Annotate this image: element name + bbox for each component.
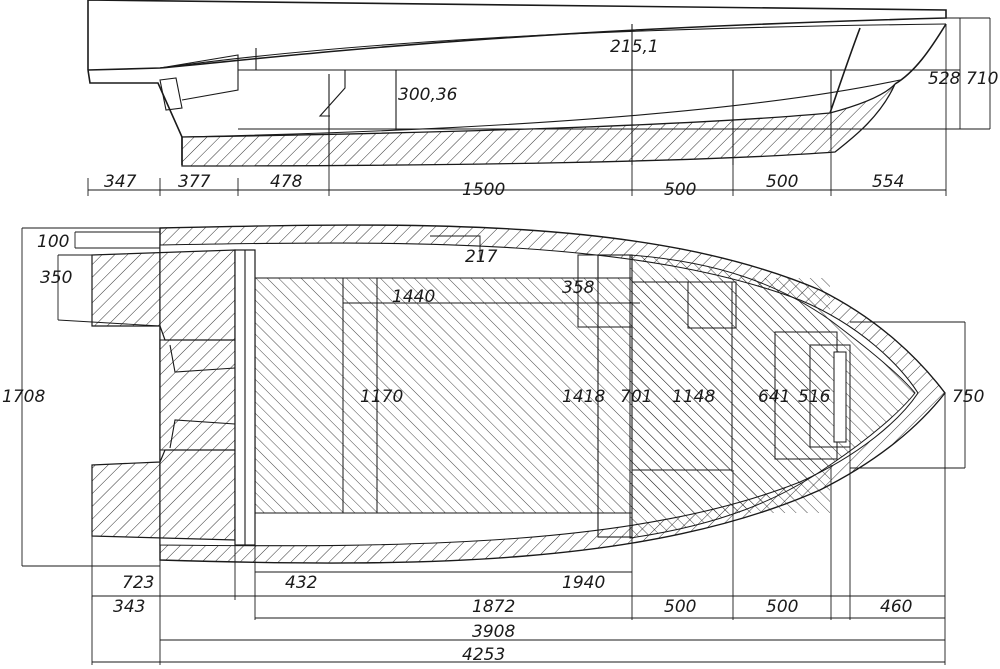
bow-deck <box>629 254 916 539</box>
dim-label-500b: 500 <box>766 172 798 192</box>
dim-ticks <box>87 24 947 196</box>
seat-profile <box>318 70 346 117</box>
dim-label-300: 300,36 <box>398 85 458 105</box>
bow-compartment-top <box>687 281 737 329</box>
chine-line <box>181 79 901 138</box>
dim-label-528: 528 <box>928 69 961 89</box>
dim-label-3908: 3908 <box>472 622 515 642</box>
dim-label-217: 217 <box>465 247 498 267</box>
hull-sheer-line <box>87 0 947 71</box>
stern-block-bottom <box>91 449 236 541</box>
stern-middle <box>159 339 236 451</box>
plan-dims-bottom <box>91 571 945 665</box>
plan-view: 100 350 217 1440 358 1708 1170 1418 701 … <box>2 224 984 665</box>
bottom-section <box>181 83 896 167</box>
dim-label-723: 723 <box>122 573 154 593</box>
dim-label-1418: 1418 <box>562 387 605 407</box>
bow-compartment <box>631 281 733 471</box>
transom <box>87 69 183 165</box>
dim-label-500a: 500 <box>664 597 696 617</box>
dim-label-1440: 1440 <box>392 287 435 307</box>
dim-label-701: 701 <box>620 387 652 407</box>
dim-label-377: 377 <box>178 172 211 192</box>
dim-label-1170: 1170 <box>360 387 403 407</box>
dim-label-516: 516 <box>798 387 831 407</box>
dim-label-478: 478 <box>270 172 303 192</box>
dim-label-710: 710 <box>966 69 998 89</box>
stem <box>829 23 947 114</box>
dim-label-1940: 1940 <box>562 573 605 593</box>
dim-label-4253: 4253 <box>462 645 505 665</box>
dim-label-1708: 1708 <box>2 387 45 407</box>
dim-label-500b: 500 <box>766 597 798 617</box>
plan-dims-left <box>21 227 236 665</box>
dim-label-358: 358 <box>562 278 595 298</box>
dim-label-554: 554 <box>872 172 904 192</box>
leader-217 <box>430 235 481 260</box>
dim-label-1500: 1500 <box>462 180 505 200</box>
dim-label-1872: 1872 <box>472 597 515 617</box>
side-view: 215,1 300,36 528 710 347 377 478 1500 50… <box>87 0 998 200</box>
dim-label-215: 215,1 <box>610 37 659 57</box>
dim-label-1148: 1148 <box>672 387 715 407</box>
plan-dims-right <box>254 321 966 665</box>
dim-label-347: 347 <box>104 172 137 192</box>
dim-label-641: 641 <box>758 387 790 407</box>
dim-label-750: 750 <box>952 387 984 407</box>
transom-top <box>159 54 239 101</box>
dim-label-100: 100 <box>37 232 69 252</box>
dim-label-432: 432 <box>285 573 317 593</box>
dim-label-460: 460 <box>880 597 912 617</box>
gunwale-line <box>159 23 947 69</box>
bow-hatch <box>809 344 851 448</box>
bow-hatch-inner <box>833 351 847 443</box>
dim-label-500a: 500 <box>664 180 696 200</box>
motor-well <box>169 344 236 449</box>
dim-label-343: 343 <box>113 597 145 617</box>
dim-label-350: 350 <box>40 268 72 288</box>
stern-block-top <box>91 249 236 341</box>
motor-bracket <box>159 77 183 111</box>
